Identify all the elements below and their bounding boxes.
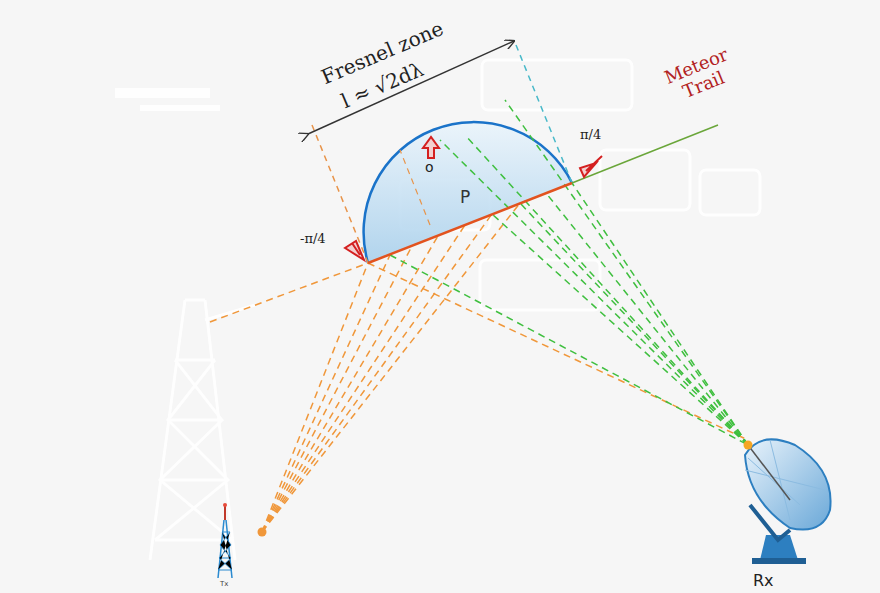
point-label: o — [425, 160, 434, 175]
point-label: P — [460, 188, 470, 207]
angle-label: π/4 — [580, 128, 601, 142]
trail-name: Meteor Trail — [660, 44, 740, 107]
receiver-name: Rx — [753, 572, 774, 590]
angle-label: -π/4 — [300, 232, 326, 246]
transmitter-name: Tx — [220, 581, 228, 589]
